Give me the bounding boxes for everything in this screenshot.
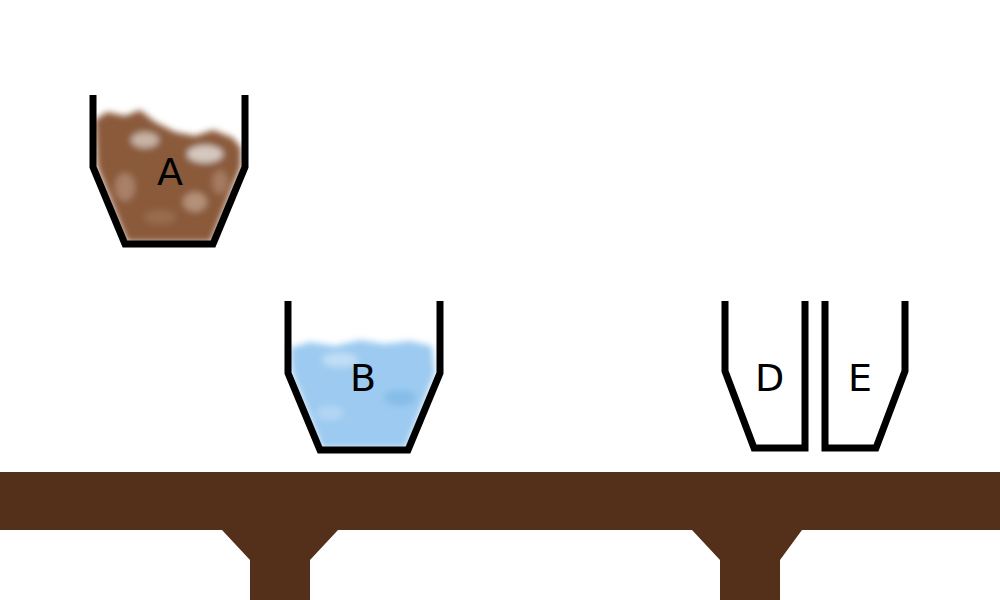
cup-label: B [350,359,376,397]
half-cup: E [820,298,912,454]
half-cup: D [718,298,810,454]
table-leg [692,530,802,600]
table-leg [222,530,338,600]
dirt-cup: A [85,92,253,250]
water-cup: B [280,298,448,456]
table-top [0,472,1000,530]
cup-label: A [157,153,183,191]
cup-label: E [848,359,872,397]
cup-label: D [755,359,784,397]
